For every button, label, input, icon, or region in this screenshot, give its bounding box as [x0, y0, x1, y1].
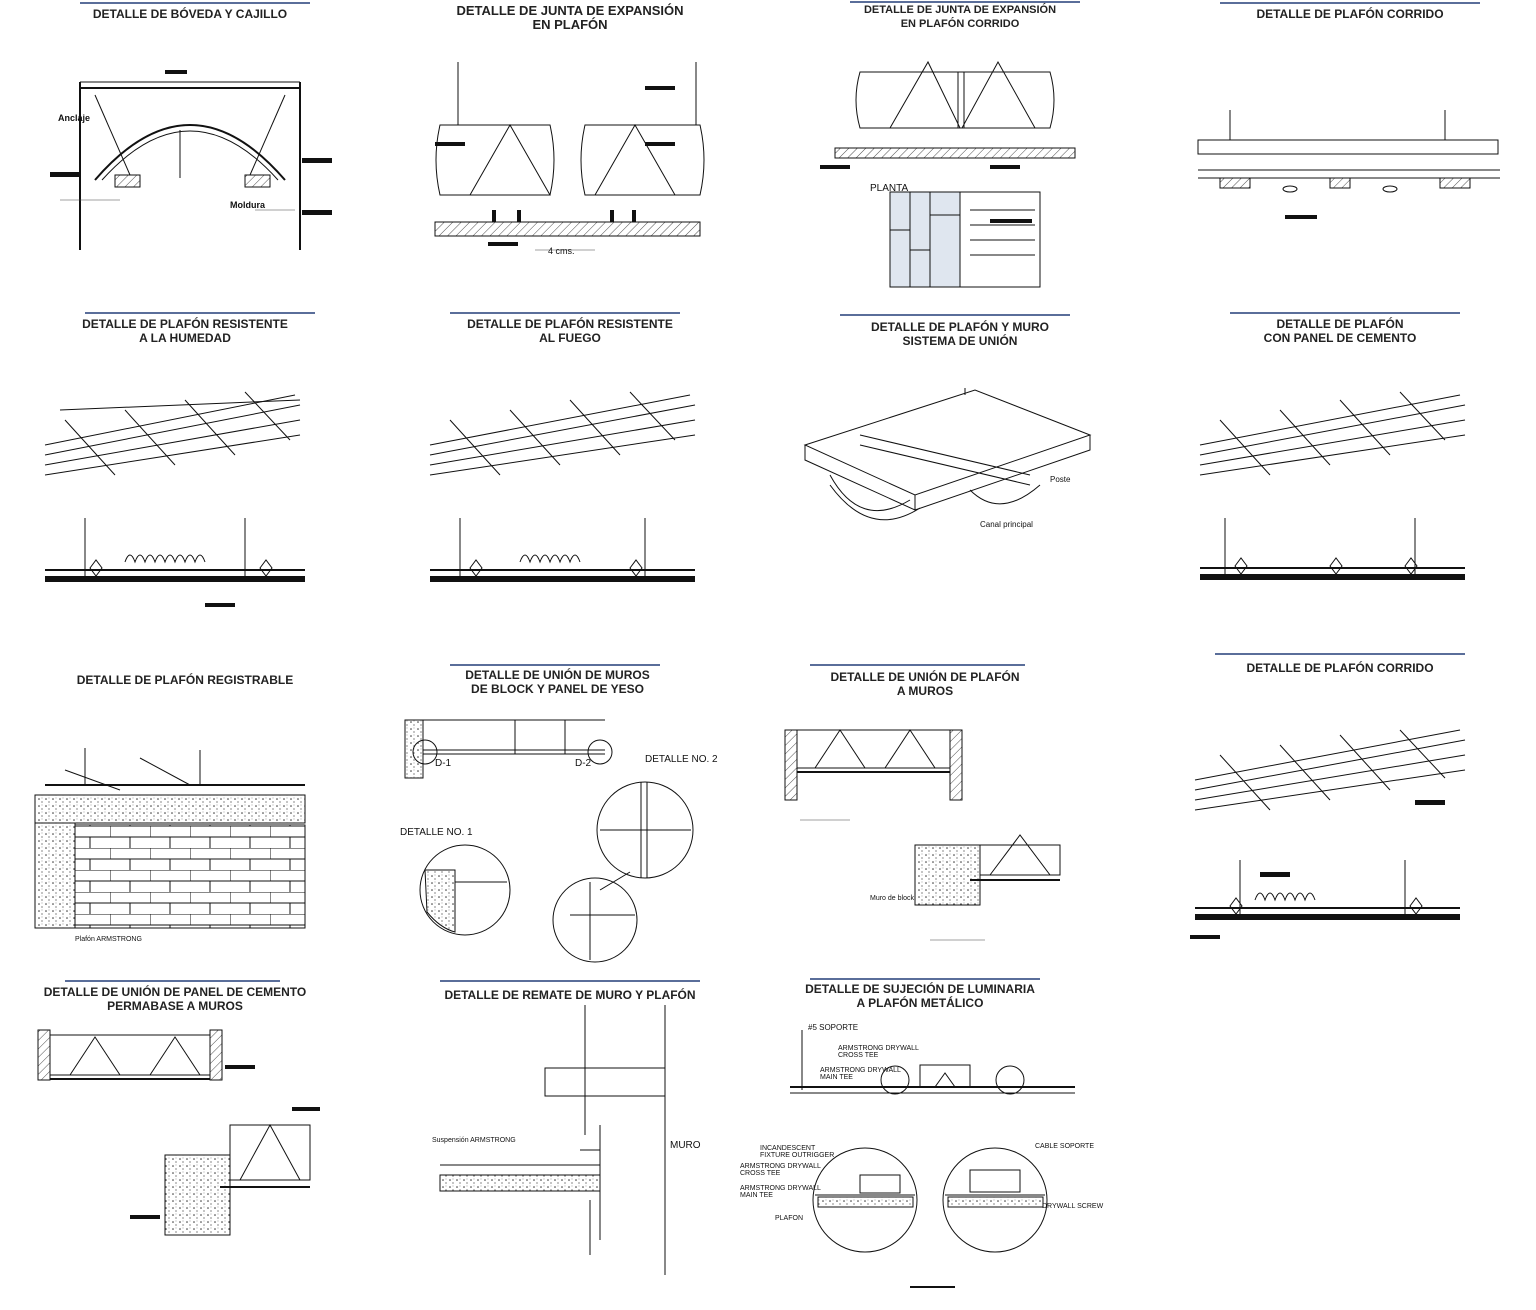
- panel-title: DETALLE DE PLAFÓN CORRIDO: [1246, 661, 1434, 675]
- label-d1: D-1: [435, 758, 452, 769]
- panel-registrable: DETALLE DE PLAFÓN REGISTRABLE Plafón ARM…: [30, 650, 340, 960]
- humedad-drawing: [44, 391, 305, 607]
- panel-title: DETALLE DE PLAFÓN CORRIDO: [1256, 7, 1444, 21]
- title-underline: [65, 980, 280, 982]
- panel-title: DETALLE DE UNIÓN DE MUROS DE BLOCK Y PAN…: [465, 668, 650, 696]
- panel-junta-corrido: DETALLE DE JUNTA DE EXPANSIÓN EN PLAFÓN …: [810, 0, 1110, 300]
- panel-panel-cemento: DETALLE DE PLAFÓN CON PANEL DE CEMENTO: [1190, 300, 1490, 630]
- panel-plafon-muro-union: DETALLE DE PLAFÓN Y MURO SISTEMA DE UNIÓ…: [800, 300, 1120, 630]
- corrido-drawing: [1197, 110, 1500, 219]
- plafon-muros-drawing: [784, 729, 1061, 941]
- label-drywall-screw: DRYWALL SCREW: [1042, 1203, 1104, 1210]
- label-canal-principal: Canal principal: [980, 520, 1033, 529]
- label-4cm: 4 cms.: [548, 246, 575, 256]
- label-cross-tee-2: ARMSTRONG DRYWALL CROSS TEE: [740, 1163, 821, 1177]
- cemento-drawing: [1199, 391, 1466, 580]
- label-cross-tee: ARMSTRONG DRYWALL CROSS TEE: [838, 1045, 919, 1059]
- title-underline: [450, 664, 660, 666]
- title-underline: [80, 2, 310, 4]
- label-poste: Poste: [1050, 475, 1071, 484]
- label-detalle-2: DETALLE NO. 2: [645, 754, 718, 765]
- title-underline: [840, 314, 1070, 316]
- label-muro: MURO: [670, 1140, 701, 1151]
- remate-drawing: [439, 1005, 666, 1275]
- panel-title: DETALLE DE PLAFÓN RESISTENTE AL FUEGO: [467, 317, 673, 345]
- boveda-drawing: [50, 70, 332, 250]
- permabase-drawing: [37, 1029, 320, 1236]
- title-underline: [1230, 312, 1460, 314]
- panel-remate: DETALLE DE REMATE DE MURO Y PLAFÓN MURO …: [420, 975, 720, 1295]
- label-plafon-armstrong: Plafón ARMSTRONG: [75, 936, 142, 943]
- corrido2-drawing: [1190, 729, 1466, 939]
- title-underline: [810, 664, 1025, 666]
- label-incandescent: INCANDESCENT FIXTURE OUTRIGGER: [760, 1145, 835, 1159]
- registrable-drawing: [34, 748, 306, 929]
- label-detalle-1: DETALLE NO. 1: [400, 827, 473, 838]
- panel-luminaria: DETALLE DE SUJECIÓN DE LUMINARIA A PLAFÓ…: [730, 975, 1110, 1295]
- junta-drawing: [434, 62, 705, 251]
- panel-title: DETALLE DE UNIÓN DE PLAFÓN A MUROS: [830, 670, 1020, 698]
- label-main-tee: ARMSTRONG DRYWALL MAIN TEE: [820, 1067, 901, 1081]
- label-cable-soporte: CABLE SOPORTE: [1035, 1143, 1095, 1150]
- junta-corrido-drawing: [820, 60, 1076, 288]
- panel-boveda: DETALLE DE BÓVEDA Y CAJILLO Anclaje Mold…: [40, 0, 340, 300]
- panel-plafon-corrido-2: DETALLE DE PLAFÓN CORRIDO: [1190, 650, 1490, 970]
- panel-title: DETALLE DE UNIÓN DE PANEL DE CEMENTO PER…: [43, 985, 307, 1013]
- label-d2: D-2: [575, 758, 592, 769]
- title-underline: [450, 312, 680, 314]
- panel-title: DETALLE DE PLAFÓN CON PANEL DE CEMENTO: [1263, 317, 1417, 345]
- label-anclaje: Anclaje: [58, 113, 91, 123]
- muro-union-drawing: [803, 388, 1092, 521]
- panel-title: DETALLE DE PLAFÓN RESISTENTE A LA HUMEDA…: [82, 317, 288, 345]
- panel-junta-expansion: DETALLE DE JUNTA DE EXPANSIÓN EN PLAFÓN …: [420, 0, 720, 300]
- panel-permabase: DETALLE DE UNIÓN DE PANEL DE CEMENTO PER…: [10, 975, 340, 1295]
- label-moldura: Moldura: [230, 200, 265, 210]
- panel-plafon-a-muros: DETALLE DE UNIÓN DE PLAFÓN A MUROS Muro …: [770, 650, 1080, 970]
- fuego-drawing: [429, 391, 696, 582]
- panel-title: DETALLE DE REMATE DE MURO Y PLAFÓN: [444, 988, 696, 1002]
- label-soporte: #5 SOPORTE: [808, 1023, 859, 1032]
- panel-title: DETALLE DE PLAFÓN REGISTRABLE: [76, 673, 294, 687]
- block-drawing: [404, 719, 694, 963]
- panel-plafon-corrido-1: DETALLE DE PLAFÓN CORRIDO: [1190, 0, 1510, 300]
- panel-title: DETALLE DE BÓVEDA Y CAJILLO: [92, 7, 288, 21]
- title-underline: [85, 312, 315, 314]
- panel-title: DETALLE DE SUJECIÓN DE LUMINARIA A PLAFÓ…: [805, 982, 1035, 1010]
- title-underline: [810, 978, 1040, 980]
- panel-title: DETALLE DE PLAFÓN Y MURO SISTEMA DE UNIÓ…: [870, 320, 1049, 348]
- label-planta: PLANTA: [870, 183, 909, 194]
- title-underline: [850, 1, 1080, 3]
- label-suspension: Suspensión ARMSTRONG: [432, 1137, 516, 1144]
- panel-humedad: DETALLE DE PLAFÓN RESISTENTE A LA HUMEDA…: [35, 300, 335, 630]
- luminaria-drawing: [790, 1030, 1075, 1288]
- label-plafon: PLAFON: [775, 1215, 804, 1222]
- label-main-tee-2: ARMSTRONG DRYWALL MAIN TEE: [740, 1185, 821, 1199]
- panel-fuego: DETALLE DE PLAFÓN RESISTENTE AL FUEGO: [420, 300, 720, 630]
- title-underline: [440, 980, 700, 982]
- title-underline: [1220, 2, 1480, 4]
- panel-title: DETALLE DE JUNTA DE EXPANSIÓN EN PLAFÓN …: [863, 4, 1057, 30]
- label-muro-block: Muro de block: [870, 895, 914, 902]
- title-underline: [1215, 653, 1465, 655]
- panel-title: DETALLE DE JUNTA DE EXPANSIÓN EN PLAFÓN: [456, 3, 684, 32]
- panel-union-block: DETALLE DE UNIÓN DE MUROS DE BLOCK Y PAN…: [395, 650, 720, 970]
